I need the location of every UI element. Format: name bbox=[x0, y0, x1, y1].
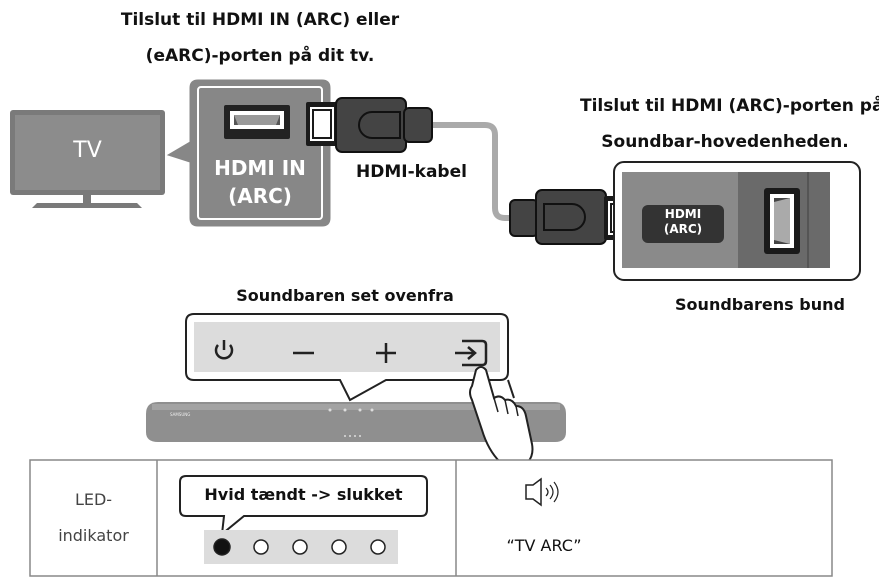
hdmi-cable-label: HDMI-kabel bbox=[356, 162, 467, 182]
led-dots bbox=[213, 538, 386, 556]
soundbar-illustration: SAMSUNG bbox=[146, 402, 566, 442]
led-dot-5 bbox=[370, 539, 386, 555]
led-indicator-label-line1: LED- bbox=[74, 490, 113, 509]
source-icon bbox=[455, 339, 488, 367]
soundbar-hdmi-port-icon bbox=[764, 188, 800, 254]
led-dot-1 bbox=[213, 538, 231, 556]
power-icon bbox=[214, 340, 234, 360]
hand-pointer-illustration bbox=[469, 366, 534, 463]
tv-port-callout bbox=[166, 79, 331, 227]
tv-port-label-line2: (ARC) bbox=[228, 184, 292, 208]
tv-illustration bbox=[10, 110, 165, 208]
mode-label: “TV ARC” bbox=[506, 536, 582, 555]
tv-hdmi-port-icon bbox=[224, 105, 290, 139]
soundbar-bottom-caption: Soundbarens bund bbox=[675, 295, 845, 314]
soundbar-port-label-line1: HDMI bbox=[664, 207, 702, 221]
top-view-panel bbox=[185, 313, 515, 402]
led-indicator-label-line2: indikator bbox=[58, 526, 129, 545]
led-dot-4 bbox=[331, 539, 347, 555]
tv-port-caption-line2: (eARC)-porten på dit tv. bbox=[145, 46, 375, 66]
tv-port-caption-line1: Tilslut til HDMI IN (ARC) eller bbox=[120, 10, 400, 30]
led-dot-2 bbox=[253, 539, 269, 555]
tv-label: TV bbox=[73, 138, 102, 163]
soundbar-port-caption-line1: Tilslut til HDMI (ARC)-porten på bbox=[580, 96, 879, 116]
plus-icon bbox=[376, 343, 396, 363]
hdmi-cable bbox=[306, 97, 636, 245]
soundbar-port-callout bbox=[613, 161, 861, 281]
soundbar-port-label-line2: (ARC) bbox=[663, 222, 703, 236]
tv-port-label-line1: HDMI IN bbox=[214, 156, 306, 180]
svg-text:SAMSUNG: SAMSUNG bbox=[170, 412, 190, 417]
speaker-icon bbox=[525, 477, 559, 507]
led-status-text: Hvid tændt -> slukket bbox=[204, 485, 403, 504]
led-dot-3 bbox=[292, 539, 308, 555]
top-view-caption: Soundbaren set ovenfra bbox=[236, 286, 454, 305]
soundbar-port-caption-line2: Soundbar-hovedenheden. bbox=[601, 132, 849, 152]
led-table bbox=[29, 459, 833, 577]
